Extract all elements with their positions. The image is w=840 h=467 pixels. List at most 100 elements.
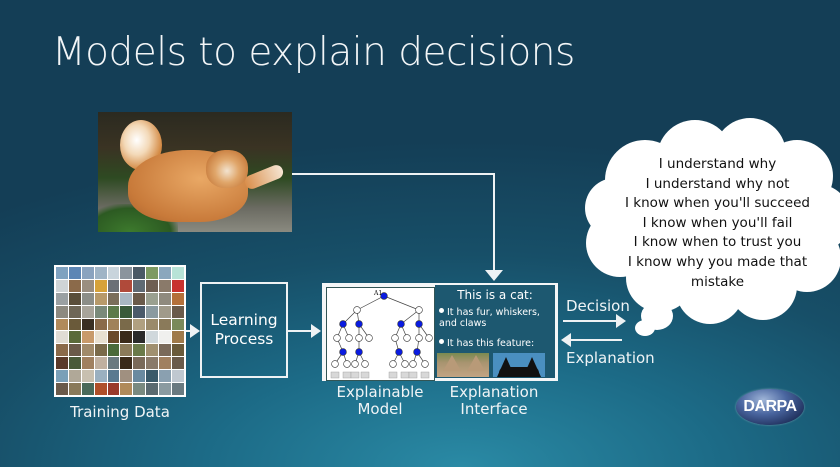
tree-node <box>415 334 423 342</box>
training-thumbnail <box>120 318 133 331</box>
explainable-model-panel: A1 This is a cat: It has fur, whiskers, … <box>322 283 558 381</box>
thought-line: I know when you'll succeed <box>625 195 810 212</box>
explanation-bullet-1: It has fur, whiskers, and claws <box>439 307 540 329</box>
tree-leaf-box <box>400 371 410 379</box>
training-thumbnail <box>146 305 159 318</box>
training-thumbnail <box>56 370 68 383</box>
training-thumbnail <box>146 267 159 279</box>
tree-node <box>365 334 373 342</box>
training-thumbnail <box>159 344 172 357</box>
training-thumbnail <box>56 331 68 344</box>
training-thumbnail <box>159 305 172 318</box>
arrow-right-icon <box>311 324 321 338</box>
training-thumbnail <box>107 331 120 344</box>
training-thumbnail <box>120 357 133 370</box>
thought-bubble-text: I understand why I understand why not I … <box>600 155 835 292</box>
tree-root-label: A1 <box>373 290 382 297</box>
cat-ears-feature-image <box>437 353 489 377</box>
training-thumbnail <box>146 370 159 383</box>
training-thumbnail <box>133 305 146 318</box>
training-thumbnail <box>172 383 184 395</box>
training-thumbnail <box>159 279 172 292</box>
tree-edge <box>356 295 385 311</box>
training-thumbnail <box>133 267 146 279</box>
darpa-logo: DARPA <box>736 389 804 425</box>
training-thumbnail <box>94 383 107 395</box>
training-thumbnail <box>172 305 184 318</box>
training-thumbnail <box>81 383 94 395</box>
tree-leaf-box <box>360 371 370 379</box>
training-thumbnail <box>159 331 172 344</box>
training-thumbnail <box>133 331 146 344</box>
training-thumbnail <box>120 331 133 344</box>
thought-line: I understand why <box>658 156 777 172</box>
tree-edge <box>383 295 420 311</box>
thought-line: I know when you'll fail <box>642 214 793 231</box>
training-thumbnail <box>81 370 94 383</box>
training-thumbnail <box>94 279 107 292</box>
photo-connector-horizontal <box>292 173 494 175</box>
training-thumbnail <box>159 267 172 279</box>
explanation-arrow-line <box>570 339 622 341</box>
decision-tree-svg: A1 <box>330 290 433 379</box>
training-thumbnail <box>120 305 133 318</box>
training-thumbnail <box>120 292 133 305</box>
tree-node <box>409 360 417 368</box>
training-thumbnail <box>68 357 81 370</box>
training-thumbnail <box>107 292 120 305</box>
training-thumbnail <box>172 318 184 331</box>
explanation-label: Explanation <box>566 349 655 367</box>
training-thumbnail <box>94 305 107 318</box>
training-thumbnail <box>94 370 107 383</box>
training-thumbnail <box>172 370 184 383</box>
thought-line: I know when to trust you <box>633 234 802 251</box>
training-thumbnail <box>81 305 94 318</box>
decision-arrow-line <box>563 320 617 322</box>
training-thumbnail <box>159 292 172 305</box>
training-thumbnail <box>68 267 81 279</box>
bullet-icon <box>439 308 444 313</box>
training-thumbnail <box>172 357 184 370</box>
training-thumbnail <box>68 370 81 383</box>
tree-node <box>403 334 411 342</box>
training-thumbnail <box>56 344 68 357</box>
training-thumbnail <box>172 267 184 279</box>
explainable-model-label: Explainable Model <box>336 383 424 418</box>
training-thumbnail <box>68 331 81 344</box>
tree-node <box>345 334 353 342</box>
training-thumbnail <box>68 344 81 357</box>
tree-node <box>425 334 433 342</box>
tree-node <box>333 334 341 342</box>
training-thumbnail <box>172 279 184 292</box>
arrow-down-icon <box>485 270 503 281</box>
tree-leaf-box <box>388 371 398 379</box>
explanation-bullet-2: It has this feature: <box>439 338 534 349</box>
training-thumbnail <box>146 279 159 292</box>
training-thumbnail <box>56 267 68 279</box>
training-thumbnail <box>120 267 133 279</box>
thought-bubble-cloud <box>585 118 840 336</box>
training-thumbnail <box>56 305 68 318</box>
explanation-arrow-icon <box>561 333 571 347</box>
explanation-interface-box: This is a cat: It has fur, whiskers, and… <box>435 285 555 378</box>
tree-node-selected <box>355 320 363 328</box>
training-thumbnail <box>81 344 94 357</box>
tree-node <box>391 334 399 342</box>
training-thumbnail <box>172 292 184 305</box>
training-data-label: Training Data <box>70 403 170 421</box>
training-thumbnail <box>159 383 172 395</box>
tree-leaf-box <box>350 371 360 379</box>
training-thumbnail <box>94 331 107 344</box>
cat-photo <box>98 112 292 232</box>
training-thumbnail <box>159 370 172 383</box>
training-thumbnail <box>81 318 94 331</box>
training-thumbnail <box>146 383 159 395</box>
explanation-heading: This is a cat: <box>457 288 533 302</box>
training-thumbnail <box>159 357 172 370</box>
black-cat-ears-feature-image <box>493 353 545 377</box>
training-thumbnail <box>133 292 146 305</box>
tree-node-selected <box>395 348 403 356</box>
bullet-icon <box>439 339 444 344</box>
arrow-line-2 <box>288 330 312 332</box>
training-thumbnail <box>146 344 159 357</box>
